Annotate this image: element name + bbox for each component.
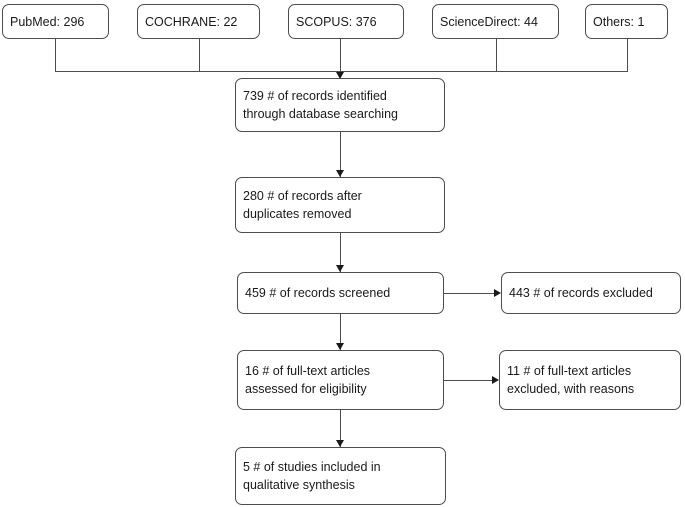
flow-box-line-1: 739 # of records identified xyxy=(243,89,387,103)
source-box-others[interactable]: Others: 1 xyxy=(585,4,668,39)
arrowhead-full-text-assessed xyxy=(336,343,344,350)
connector-screened-to-records-excluded xyxy=(444,293,495,294)
flow-box-line-1: 459 # of records screened xyxy=(245,286,391,300)
exclusion-box-line-2: excluded, with reasons xyxy=(507,382,635,396)
source-label: ScienceDirect: 44 xyxy=(440,14,538,29)
source-box-pubmed[interactable]: PubMed: 296 xyxy=(2,4,109,39)
source-label: SCOPUS: 376 xyxy=(296,14,377,29)
connector-full-text-to-included xyxy=(340,410,341,447)
flow-box-line-2: qualitative synthesis xyxy=(243,478,355,492)
arrowhead-records-excluded xyxy=(494,289,501,297)
arrowhead-full-text-excluded xyxy=(492,376,499,384)
flow-box-line-1: 5 # of studies included in xyxy=(243,460,381,474)
exclusion-box-records-excluded[interactable]: 443 # of records excluded xyxy=(501,272,681,314)
source-bus-bar xyxy=(55,71,628,72)
connector-full-text-to-excluded xyxy=(444,380,493,381)
connector-identified-to-after-duplicates xyxy=(340,132,341,177)
source-box-scopus[interactable]: SCOPUS: 376 xyxy=(288,4,404,39)
source-drop-line-scopus xyxy=(340,39,341,72)
flow-box-records-after-duplicates[interactable]: 280 # of records after duplicates remove… xyxy=(235,177,445,233)
exclusion-box-line-1: 443 # of records excluded xyxy=(509,286,653,300)
source-label: COCHRANE: 22 xyxy=(145,14,238,29)
exclusion-box-line-1: 11 # of full-text articles xyxy=(507,364,632,378)
flow-box-full-text-assessed[interactable]: 16 # of full-text articles assessed for … xyxy=(237,350,444,410)
source-label: Others: 1 xyxy=(593,14,645,29)
connector-screened-to-full-text xyxy=(340,314,341,350)
flow-box-line-1: 16 # of full-text articles xyxy=(245,364,371,378)
arrowhead-screened xyxy=(336,265,344,272)
source-drop-line-cochrane xyxy=(199,39,200,72)
arrowhead-included-qualitative xyxy=(336,440,344,447)
source-drop-line-sciencedirect xyxy=(496,39,497,72)
source-box-cochrane[interactable]: COCHRANE: 22 xyxy=(137,4,260,39)
source-drop-line-pubmed xyxy=(55,39,56,72)
connector-after-duplicates-to-screened xyxy=(340,233,341,272)
flow-box-records-identified[interactable]: 739 # of records identified through data… xyxy=(235,78,445,132)
source-label: PubMed: 296 xyxy=(10,14,85,29)
source-box-sciencedirect[interactable]: ScienceDirect: 44 xyxy=(432,4,559,39)
exclusion-box-full-text-excluded[interactable]: 11 # of full-text articles excluded, wit… xyxy=(499,350,681,410)
arrowhead-after-duplicates xyxy=(336,170,344,177)
flow-box-line-2: through database searching xyxy=(243,107,398,121)
flow-box-line-1: 280 # of records after xyxy=(243,189,362,203)
source-drop-line-others xyxy=(627,39,628,72)
flow-box-studies-included[interactable]: 5 # of studies included in qualitative s… xyxy=(235,447,446,505)
flow-box-records-screened[interactable]: 459 # of records screened xyxy=(237,272,444,314)
flow-box-line-2: duplicates removed xyxy=(243,207,352,221)
flow-box-line-2: assessed for eligibility xyxy=(245,382,367,396)
arrowhead-bus-to-identified xyxy=(336,72,344,79)
